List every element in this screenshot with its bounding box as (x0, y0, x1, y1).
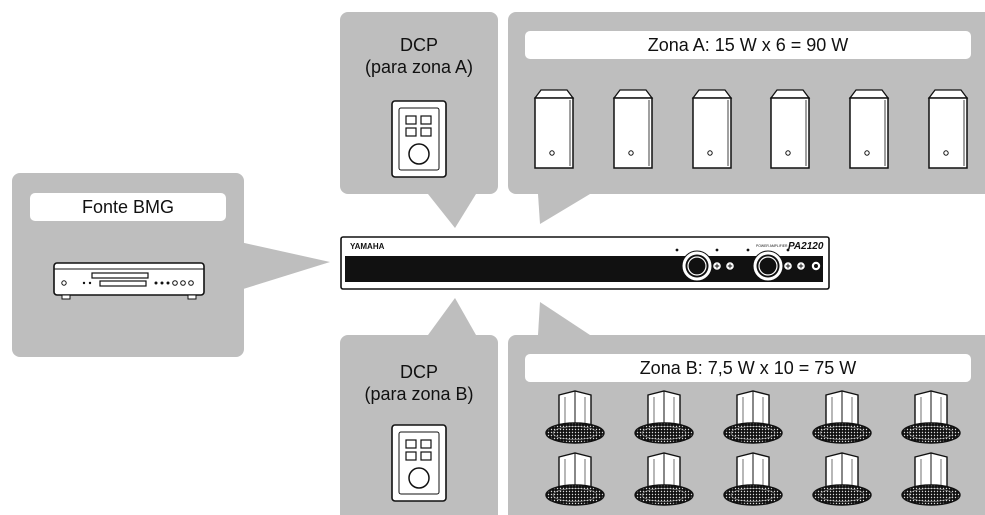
cd-player-icon (52, 259, 206, 303)
amplifier-model-caption: POWER AMPLIFIER (756, 244, 788, 248)
box-speaker-icon (768, 88, 812, 177)
zone-b-speakers-row-1 (544, 389, 962, 450)
ceiling-speaker-icon (544, 451, 606, 512)
dcp-zone-b-panel: DCP (para zona B) (340, 335, 498, 515)
ceiling-speaker-icon (722, 389, 784, 450)
ceiling-speaker-icon (722, 451, 784, 512)
wall-control-panel-icon (390, 99, 448, 179)
box-speaker-icon (926, 88, 970, 177)
ceiling-speaker-icon (811, 451, 873, 512)
source-pointer (240, 242, 330, 290)
dcp-zone-b-label: DCP (para zona B) (364, 362, 474, 404)
dcp-zone-a-label: DCP (para zona A) (364, 35, 474, 77)
zone-a-panel: Zona A: 15 W x 6 = 90 W (508, 12, 985, 194)
source-panel: Fonte BMG (12, 173, 244, 357)
amplifier-model: PA2120 (788, 241, 824, 252)
amplifier-brand: YAMAHA (350, 242, 385, 251)
zone-a-speakers (532, 88, 970, 177)
box-speaker-icon (690, 88, 734, 177)
zone-a-pointer (538, 194, 590, 224)
ceiling-speaker-icon (900, 451, 962, 512)
ceiling-speaker-icon (811, 389, 873, 450)
zone-b-panel: Zona B: 7,5 W x 10 = 75 W (508, 335, 985, 515)
ceiling-speaker-icon (544, 389, 606, 450)
dcp-b-pointer (428, 298, 476, 335)
box-speaker-icon (611, 88, 655, 177)
source-label: Fonte BMG (30, 193, 226, 221)
ceiling-speaker-icon (900, 389, 962, 450)
zone-b-pointer (538, 302, 590, 335)
box-speaker-icon (532, 88, 576, 177)
zone-b-speakers-row-2 (544, 451, 962, 512)
ceiling-speaker-icon (633, 389, 695, 450)
dcp-zone-a-panel: DCP (para zona A) (340, 12, 498, 194)
ceiling-speaker-icon (633, 451, 695, 512)
box-speaker-icon (847, 88, 891, 177)
amplifier-icon: YAMAHA POWER AMPLIFIER PA2120 (340, 236, 830, 290)
zone-b-label: Zona B: 7,5 W x 10 = 75 W (525, 354, 971, 382)
wall-control-panel-icon (390, 423, 448, 503)
dcp-a-pointer (428, 194, 476, 228)
zone-a-label: Zona A: 15 W x 6 = 90 W (525, 31, 971, 59)
